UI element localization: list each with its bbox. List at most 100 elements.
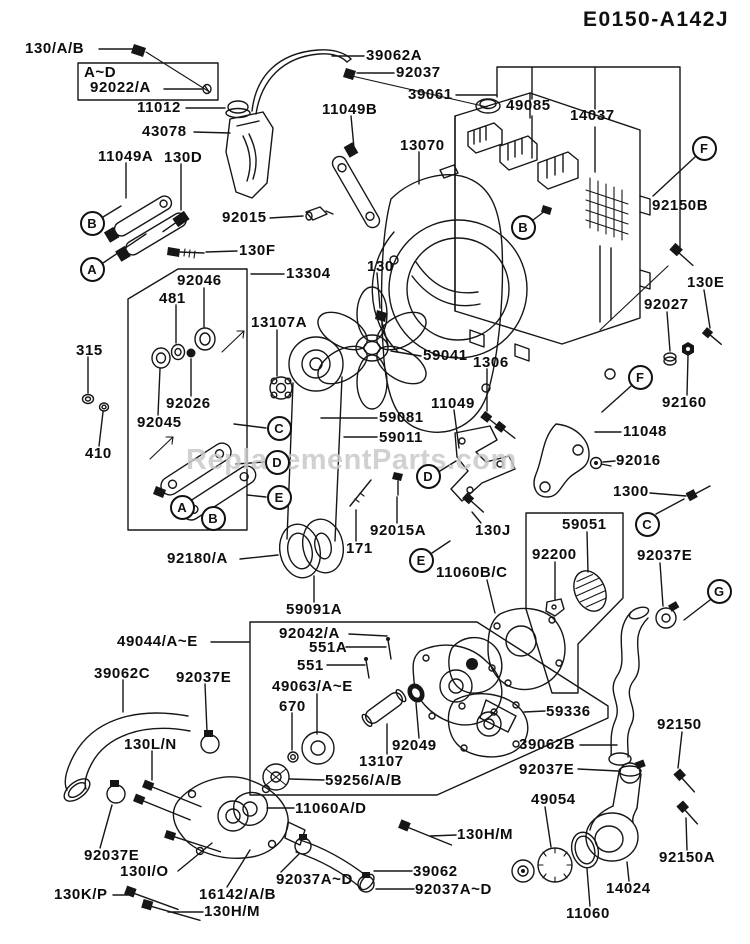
leader-92037a-d-left [280,853,300,873]
part-label-92045: 92045 [137,414,182,431]
leader-92042-a [348,633,388,637]
part-label-49044-a-e: 49044/A~E [117,633,198,650]
part-label-130h-m-lower: 130H/M [204,903,261,920]
part-label-11060a-d: 11060A/D [295,800,367,817]
part-label-39062b: 39062B [519,736,576,753]
part-label-14037: 14037 [570,107,615,124]
leader-11049 [453,409,460,449]
upper-hose-drawing [608,601,680,784]
part-label-171: 171 [346,540,373,557]
leader-1300 [649,492,687,497]
leader-92037e-midleft [204,683,208,733]
leader-11060b-c [486,579,496,614]
part-label-130e: 130E [687,274,725,291]
part-label-14024: 14024 [606,880,651,897]
leader-11049b [350,115,355,149]
radiator-drawing [454,92,669,380]
thermostat-housing-drawing [172,776,306,859]
part-label-92027: 92027 [644,296,689,313]
part-label-59256-a-b: 59256/A/B [325,772,403,789]
part-label-13107: 13107 [359,753,404,770]
fan-shroud-drawing [371,164,528,433]
part-label-92042-a: 92042/A [279,625,340,642]
outlet-hose-drawing [294,834,375,893]
part-label-92037e-botleft: 92037E [84,847,140,864]
part-label-92037e-right: 92037E [637,547,693,564]
callout-leader-c-12 [655,498,685,515]
part-label-481: 481 [159,290,186,307]
leader-92049 [415,702,420,739]
callout-leader-f-3 [652,156,696,197]
part-label-39062a: 39062A [366,47,423,64]
leader-lines [87,48,711,913]
part-label-92180-a: 92180/A [167,550,228,567]
group-box-water-pump [249,621,609,796]
part-label-130-a-b: 130/A/B [25,40,85,57]
callout-a-8: A [169,494,195,520]
part-label-130: 130 [367,258,394,275]
part-label-11049a: 11049A [98,148,154,165]
callout-leader-a-1 [102,233,147,264]
leader-92150a [685,817,688,851]
group-boxes [77,62,624,796]
part-label-92037: 92037 [396,64,441,81]
part-label-16142-a-b: 16142/A/B [199,886,277,903]
fan-boss-drawing [269,376,293,400]
callout-f-3: F [691,135,717,161]
part-label-92016: 92016 [616,452,661,469]
leader-59041 [390,350,422,357]
part-label-13070: 13070 [400,137,445,154]
leader-92027 [666,311,671,352]
callout-leader-d-6 [235,461,265,465]
part-label-130i-o: 130I/O [120,863,169,880]
callout-b-9: B [200,505,226,531]
upper-stays-drawing [103,195,334,262]
callout-b-0: B [79,210,105,236]
leader-16142-a-b [226,849,251,888]
leader-59051 [586,531,589,573]
fan-pulley-drawing [288,336,344,392]
leader-92015 [269,215,304,219]
part-label-92150a: 92150A [659,849,716,866]
callout-leader-b-0 [102,205,122,218]
part-label-49063-a-e: 49063/A~E [272,678,353,695]
part-label-92049: 92049 [392,737,437,754]
part-label-11049b: 11049B [322,101,378,118]
leader-92045 [157,368,161,416]
pump-pulley-drawing [278,518,345,579]
part-label-130k-p: 130K/P [54,886,108,903]
part-label-59081: 59081 [379,409,424,426]
elbow-pipe-drawing [511,765,699,883]
part-label-92037a-d-left: 92037A~D [276,871,353,888]
callout-leader-f-4 [601,385,632,413]
part-label-130l-n: 130L/N [124,736,177,753]
watermark-text: ReplacementParts.com [186,444,517,476]
group-box-bracket-variants [127,268,248,531]
bearing-parts-drawing [81,327,245,460]
leader-92160 [686,355,689,396]
part-label-92026: 92026 [166,395,211,412]
leader-92180-a [239,554,279,560]
part-label-92150b: 92150B [652,197,709,214]
lower-hose-drawing [63,712,220,804]
part-label-315: 315 [76,342,103,359]
leader-14024 [626,861,630,882]
callout-leader-d-10 [439,460,457,472]
part-label-59041: 59041 [423,347,468,364]
part-label-11060: 11060 [566,905,610,922]
part-label-49085: 49085 [506,97,551,114]
right-fastener-icons [589,242,722,502]
part-label-92160: 92160 [662,394,707,411]
leader-59336 [523,710,546,713]
pump-housing-59336-drawing [447,693,529,758]
part-label-59336: 59336 [546,703,591,720]
part-label-11012: 11012 [137,99,181,116]
callout-d-10: D [415,463,441,489]
leader-130e [703,289,711,329]
part-label-1300: 1300 [613,483,649,500]
part-label-11049: 11049 [431,395,475,412]
part-label-92046: 92046 [177,272,222,289]
radiator-bracket-lines [496,66,681,249]
fan-drawing [317,286,427,410]
